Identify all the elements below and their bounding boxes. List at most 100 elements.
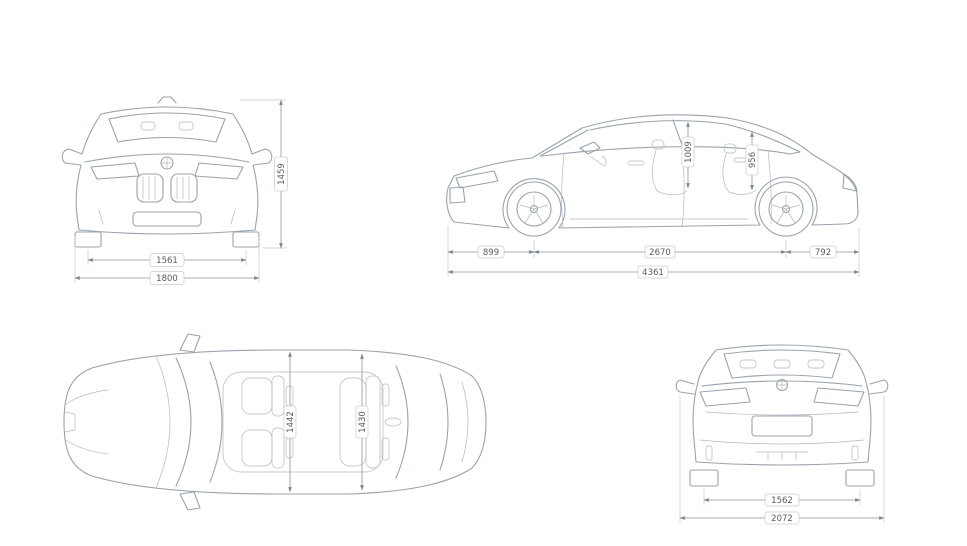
top-body-outline	[63, 349, 487, 495]
rear-view-car	[675, 344, 889, 487]
dim-front-track: 1561	[87, 250, 247, 267]
dim-label-box	[477, 245, 505, 259]
top-mirror-right	[179, 491, 201, 511]
top-view-car	[63, 333, 487, 511]
overall-length-value: 4361	[642, 268, 664, 278]
front-kidney-left	[136, 173, 164, 203]
dim-label-box	[149, 253, 185, 267]
dim-front-overall-height: 1459	[240, 99, 288, 249]
rear-diffuser	[755, 451, 809, 461]
front-roof	[100, 106, 234, 115]
front-air-intake	[132, 211, 202, 227]
side-rear-wheel	[758, 181, 814, 237]
rear-mirror-left	[675, 379, 695, 395]
dim-overall-length: 4361	[447, 265, 860, 279]
dim-label-box	[644, 245, 676, 259]
side-door-handle-front	[627, 160, 645, 166]
dim-shoulder-front: 1442	[283, 351, 297, 493]
side-steering-wheel	[589, 155, 607, 167]
top-windshield-base	[175, 357, 192, 487]
rear-bumper-crease	[699, 439, 865, 445]
side-beltline	[541, 146, 791, 157]
side-kidney-grille	[449, 186, 466, 204]
rear-window	[723, 349, 841, 379]
headroom-front-value: 1009	[684, 141, 694, 163]
front-hood-line	[84, 153, 250, 163]
front-kidney-right	[170, 173, 198, 203]
side-front-wheel	[506, 181, 562, 237]
wheelbase-value: 2670	[649, 248, 671, 258]
dim-label-box	[764, 511, 800, 525]
front-height-value: 1459	[277, 163, 287, 185]
dim-rear-width-mirrors: 2072	[679, 396, 885, 525]
shoulder-front-value: 1442	[286, 411, 296, 433]
side-door-seams	[561, 144, 772, 229]
dim-label-box	[809, 245, 837, 259]
rear-taillights	[699, 387, 865, 407]
rear-tailgate-line	[705, 411, 859, 416]
front-headrest-left	[140, 121, 156, 131]
side-windshield	[539, 129, 589, 157]
side-view: 1009 956 899 2670 792	[430, 88, 908, 284]
front-track-value: 1561	[156, 256, 178, 266]
rear-headrest-left	[739, 359, 757, 369]
top-view: 1442 1430	[48, 316, 498, 534]
front-grille-slats	[142, 176, 190, 200]
top-hatch-edge	[439, 373, 449, 471]
front-antenna-fin	[157, 96, 177, 104]
front-wheel-left	[74, 231, 102, 248]
side-taillight	[842, 173, 858, 192]
top-antenna-fin	[384, 417, 402, 427]
dim-rear-track: 1562	[703, 489, 861, 507]
dim-label-box	[283, 405, 297, 439]
front-wheel-right	[232, 231, 260, 248]
dim-label-box	[355, 405, 369, 439]
headroom-rear-value: 956	[748, 152, 758, 168]
front-mirror-left	[61, 148, 83, 166]
dim-label-box	[637, 265, 669, 279]
front-headrest-right	[178, 121, 194, 131]
front-mirror-right	[251, 148, 273, 166]
front-bumper-details	[98, 209, 236, 225]
side-body-outline	[446, 114, 859, 229]
front-body-outline	[75, 164, 259, 235]
side-view-car	[446, 114, 859, 229]
top-windshield-top	[209, 361, 223, 483]
rear-license-plate	[751, 415, 813, 437]
top-roof-panel	[222, 371, 384, 473]
dim-label-box	[764, 493, 800, 507]
front-view-car	[61, 96, 273, 248]
side-interior	[589, 139, 757, 196]
top-rear-window-front	[395, 365, 409, 479]
rear-mirror-right	[869, 379, 889, 395]
rear-width-mirrors-value: 2072	[771, 514, 793, 524]
top-mirror-left	[179, 333, 201, 353]
dim-row-overhangs: 899 2670 792	[447, 226, 860, 277]
top-hood-lines	[64, 389, 109, 455]
side-headlight	[455, 170, 499, 189]
dim-front-overall-width: 1800	[74, 236, 260, 285]
side-b-pillar	[672, 119, 683, 146]
side-glass-top	[589, 120, 801, 155]
rear-headrest-middle	[773, 359, 791, 369]
bmw-roundel-icon	[160, 156, 174, 170]
dim-label-box	[745, 144, 759, 176]
front-overhang-value: 899	[483, 248, 499, 258]
dim-label-box	[149, 271, 185, 285]
rear-wheel-left	[689, 469, 719, 487]
dim-label-box	[274, 156, 288, 192]
rear-view: 1562 2072	[672, 320, 896, 532]
dim-headroom-front: 1009	[681, 121, 695, 189]
rear-overhang-value: 792	[815, 248, 831, 258]
rear-wheel-right	[845, 469, 875, 487]
rear-reflector-left	[705, 445, 713, 461]
dim-label-box	[681, 136, 695, 168]
rear-track-value: 1562	[771, 496, 793, 506]
front-view: 1561 1800 1459	[55, 78, 290, 290]
dim-headroom-rear: 956	[745, 131, 759, 191]
front-width-value: 1800	[156, 274, 178, 284]
rear-body-outline	[692, 381, 872, 466]
side-mirror	[579, 141, 601, 155]
rear-roof	[715, 344, 849, 351]
